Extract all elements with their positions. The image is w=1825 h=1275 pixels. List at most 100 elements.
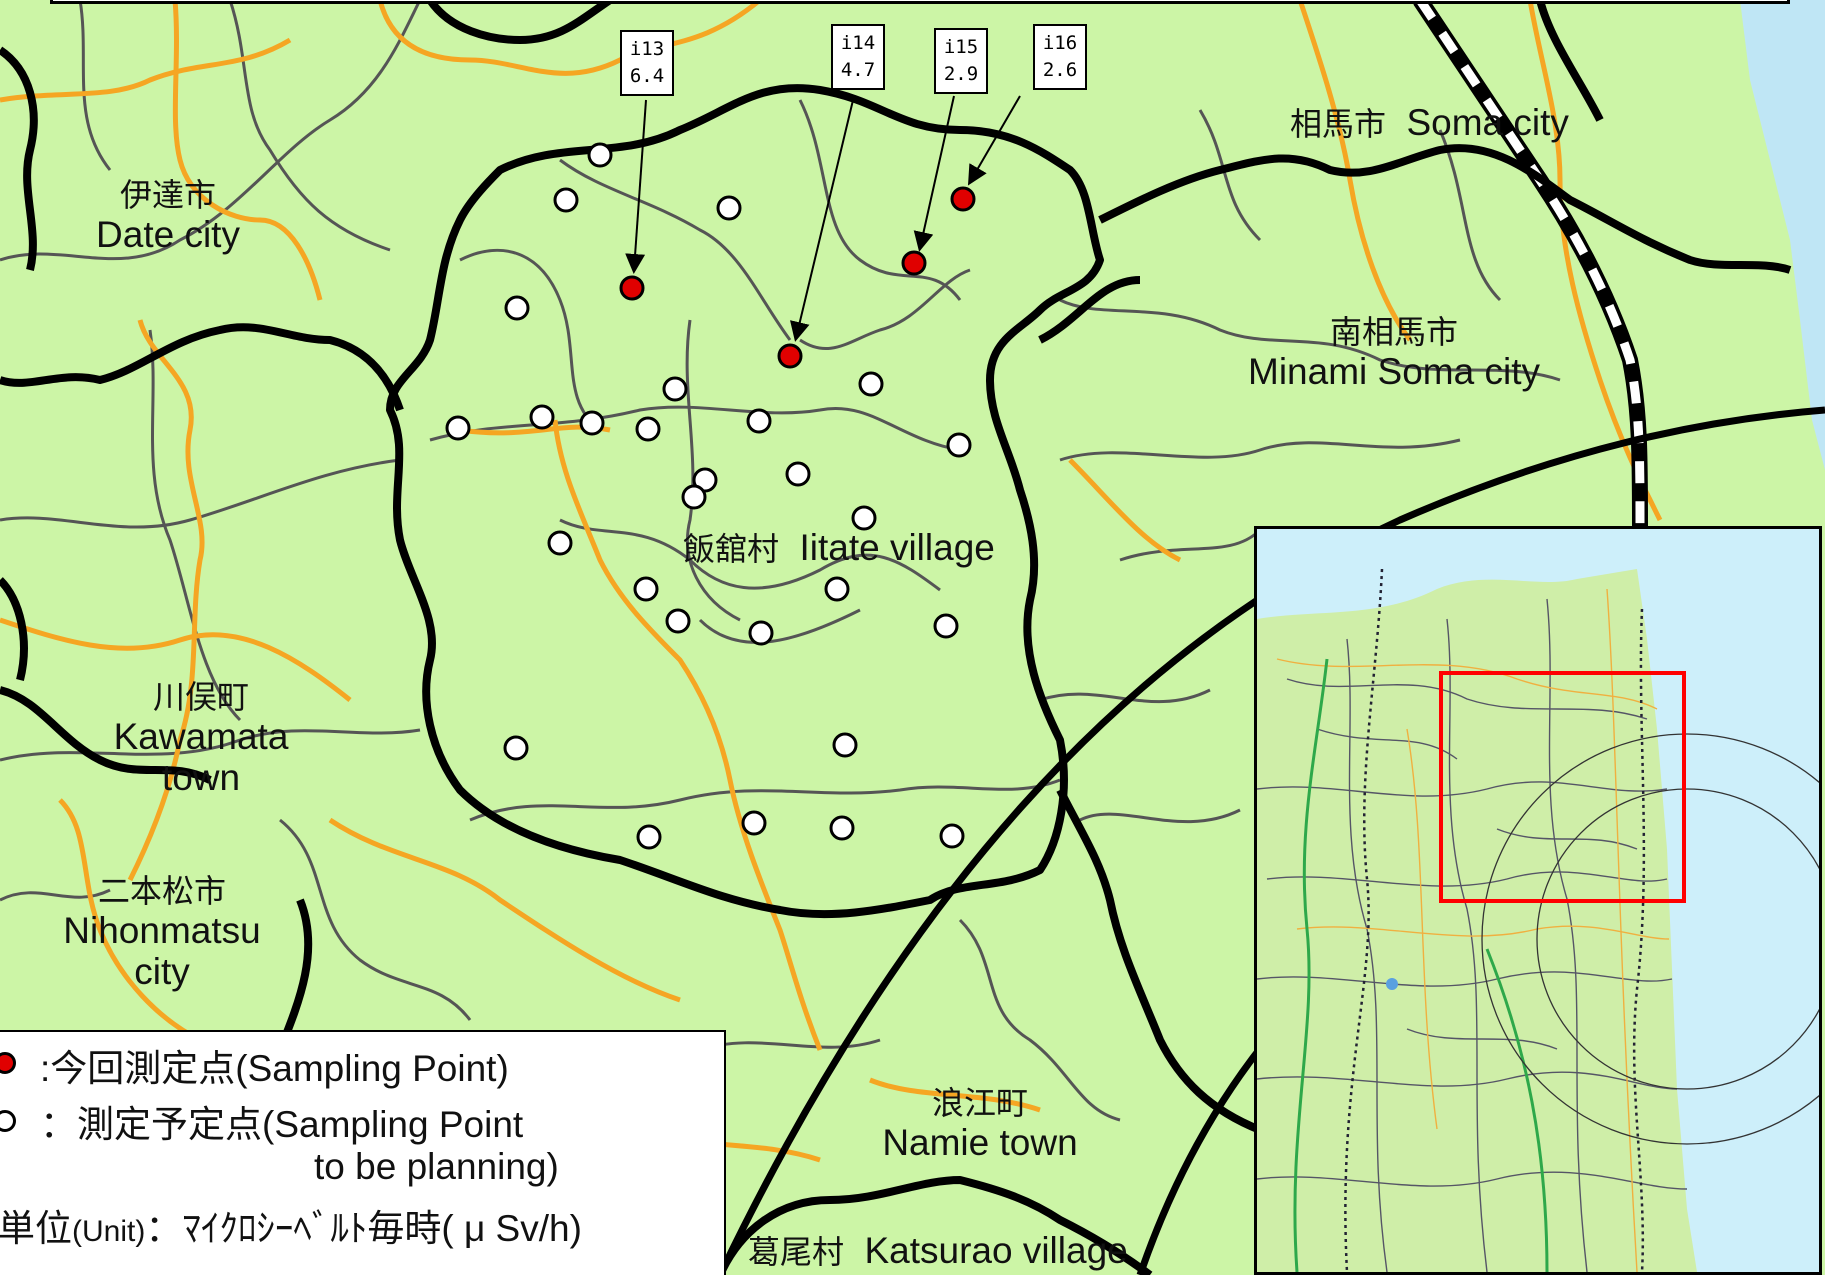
legend: :今回測定点(Sampling Point) ：測定予定点(Sampling P… bbox=[0, 1030, 726, 1275]
planned-point bbox=[829, 815, 855, 841]
planned-point bbox=[662, 376, 688, 402]
inset-dotted-line-2 bbox=[1632, 608, 1646, 1272]
label-nihonmatsu-jp: 二本松市 bbox=[97, 873, 226, 909]
label-nihonmatsu-en: Nihonmatsu bbox=[63, 909, 261, 951]
planned-point bbox=[939, 823, 965, 849]
legend-unit-jp: 単位 bbox=[0, 1208, 72, 1249]
label-minami-soma: 南相馬市 Minami Soma city bbox=[1224, 314, 1564, 392]
legend-unit-en: (Unit) bbox=[72, 1215, 146, 1248]
iitate-boundary bbox=[386, 84, 1104, 919]
label-kawamata-jp: 川俣町 bbox=[152, 679, 249, 715]
label-date-jp: 伊達市 bbox=[119, 177, 216, 213]
planned-point bbox=[946, 432, 972, 458]
label-katsurao-en: Katsurao village bbox=[864, 1230, 1128, 1271]
planned-point bbox=[445, 415, 471, 441]
planned-point bbox=[504, 295, 530, 321]
planned-point bbox=[858, 371, 884, 397]
label-soma-en: Soma city bbox=[1406, 102, 1569, 143]
sampled-point-i16 bbox=[950, 186, 976, 212]
callout-id: i14 bbox=[840, 32, 876, 54]
planned-point bbox=[832, 732, 858, 758]
planned-point bbox=[746, 408, 772, 434]
legend-unit-symbol: ( μ Sv/h) bbox=[441, 1208, 582, 1249]
label-kawamata-en2: town bbox=[161, 757, 241, 799]
callout-id: i15 bbox=[943, 36, 979, 58]
planned-point bbox=[529, 404, 555, 430]
label-katsurao-jp: 葛尾村 bbox=[748, 1234, 845, 1270]
callout-value: 4.7 bbox=[840, 59, 876, 81]
label-soma: 相馬市 Soma city bbox=[1290, 102, 1569, 143]
leader-lines bbox=[625, 95, 1021, 342]
legend-planned-line2: to be planning) bbox=[314, 1146, 559, 1187]
callout-i14: i14 4.7 bbox=[831, 24, 885, 90]
inset-roads bbox=[1276, 588, 1670, 1272]
planned-point bbox=[636, 824, 662, 850]
label-iitate: 飯舘村 Iitate village bbox=[683, 527, 995, 568]
label-namie-en: Namie town bbox=[882, 1121, 1078, 1163]
label-date: 伊達市 Date city bbox=[80, 177, 256, 255]
planned-point bbox=[933, 613, 959, 639]
inset-ring-outer bbox=[1481, 733, 1819, 1145]
sampled-points bbox=[619, 186, 976, 369]
planned-point bbox=[633, 576, 659, 602]
legend-planned-dot bbox=[0, 1110, 16, 1132]
planned-point bbox=[716, 195, 742, 221]
inset-focus-frame bbox=[1439, 671, 1686, 903]
sampled-point-i15 bbox=[901, 250, 927, 276]
label-minami-soma-en: Minami Soma city bbox=[1248, 350, 1540, 392]
minor-boundaries bbox=[0, 0, 1561, 1122]
callout-i16: i16 2.6 bbox=[1033, 24, 1087, 90]
planned-point bbox=[503, 735, 529, 761]
legend-unit: 単位(Unit)：ﾏｲｸﾛｼｰﾍﾞﾙﾄ毎時( μ Sv/h) bbox=[0, 1198, 582, 1252]
callout-id: i13 bbox=[629, 38, 665, 60]
title-bar bbox=[50, 0, 1790, 4]
planned-point bbox=[553, 187, 579, 213]
label-iitate-en: Iitate village bbox=[799, 527, 995, 568]
planned-point bbox=[579, 410, 605, 436]
planned-point bbox=[741, 810, 767, 836]
planned-point bbox=[635, 416, 661, 442]
inset-ring-inner bbox=[1536, 788, 1819, 1090]
label-namie-jp: 浪江町 bbox=[931, 1085, 1028, 1121]
label-kawamata: 川俣町 Kawamata town bbox=[96, 679, 306, 799]
sampled-point-i14 bbox=[777, 343, 803, 369]
planned-point bbox=[785, 461, 811, 487]
inset-green-route bbox=[1293, 658, 1329, 1272]
label-soma-jp: 相馬市 bbox=[1290, 106, 1387, 142]
legend-sampled: :今回測定点(Sampling Point) bbox=[40, 1048, 509, 1089]
inset-canvas bbox=[1257, 529, 1819, 1272]
planned-point bbox=[547, 530, 573, 556]
legend-sampled-dot bbox=[0, 1052, 16, 1074]
callout-value: 2.9 bbox=[943, 63, 979, 85]
label-date-en: Date city bbox=[96, 213, 240, 255]
inset-lake bbox=[1386, 978, 1398, 990]
inset-map bbox=[1254, 526, 1822, 1275]
planned-point bbox=[587, 142, 613, 168]
planned-points bbox=[445, 142, 972, 850]
planned-point bbox=[824, 576, 850, 602]
callout-id: i16 bbox=[1042, 32, 1078, 54]
planned-point bbox=[692, 467, 718, 493]
roads bbox=[0, 0, 1663, 1163]
callout-value: 2.6 bbox=[1042, 59, 1078, 81]
planned-point bbox=[665, 608, 691, 634]
legend-unit-jp2: ：ﾏｲｸﾛｼｰﾍﾞﾙﾄ毎時 bbox=[145, 1208, 442, 1249]
label-minami-soma-jp: 南相馬市 bbox=[1329, 314, 1458, 350]
planned-point bbox=[851, 505, 877, 531]
legend-planned-line1: ：測定予定点(Sampling Point bbox=[40, 1104, 524, 1145]
label-namie: 浪江町 Namie town bbox=[862, 1085, 1098, 1163]
label-iitate-jp: 飯舘村 bbox=[683, 531, 780, 567]
sampled-point-i13 bbox=[619, 275, 645, 301]
planned-point bbox=[681, 484, 707, 510]
planned-point bbox=[748, 620, 774, 646]
label-kawamata-en: Kawamata bbox=[113, 715, 289, 757]
callout-i13: i13 6.4 bbox=[620, 30, 674, 96]
callout-value: 6.4 bbox=[629, 65, 665, 87]
label-nihonmatsu: 二本松市 Nihonmatsu city bbox=[44, 873, 280, 993]
label-katsurao: 葛尾村 Katsurao village bbox=[748, 1230, 1128, 1271]
label-nihonmatsu-en2: city bbox=[134, 951, 190, 993]
callout-i15: i15 2.9 bbox=[934, 28, 988, 94]
inset-green-route-2 bbox=[1485, 948, 1549, 1272]
